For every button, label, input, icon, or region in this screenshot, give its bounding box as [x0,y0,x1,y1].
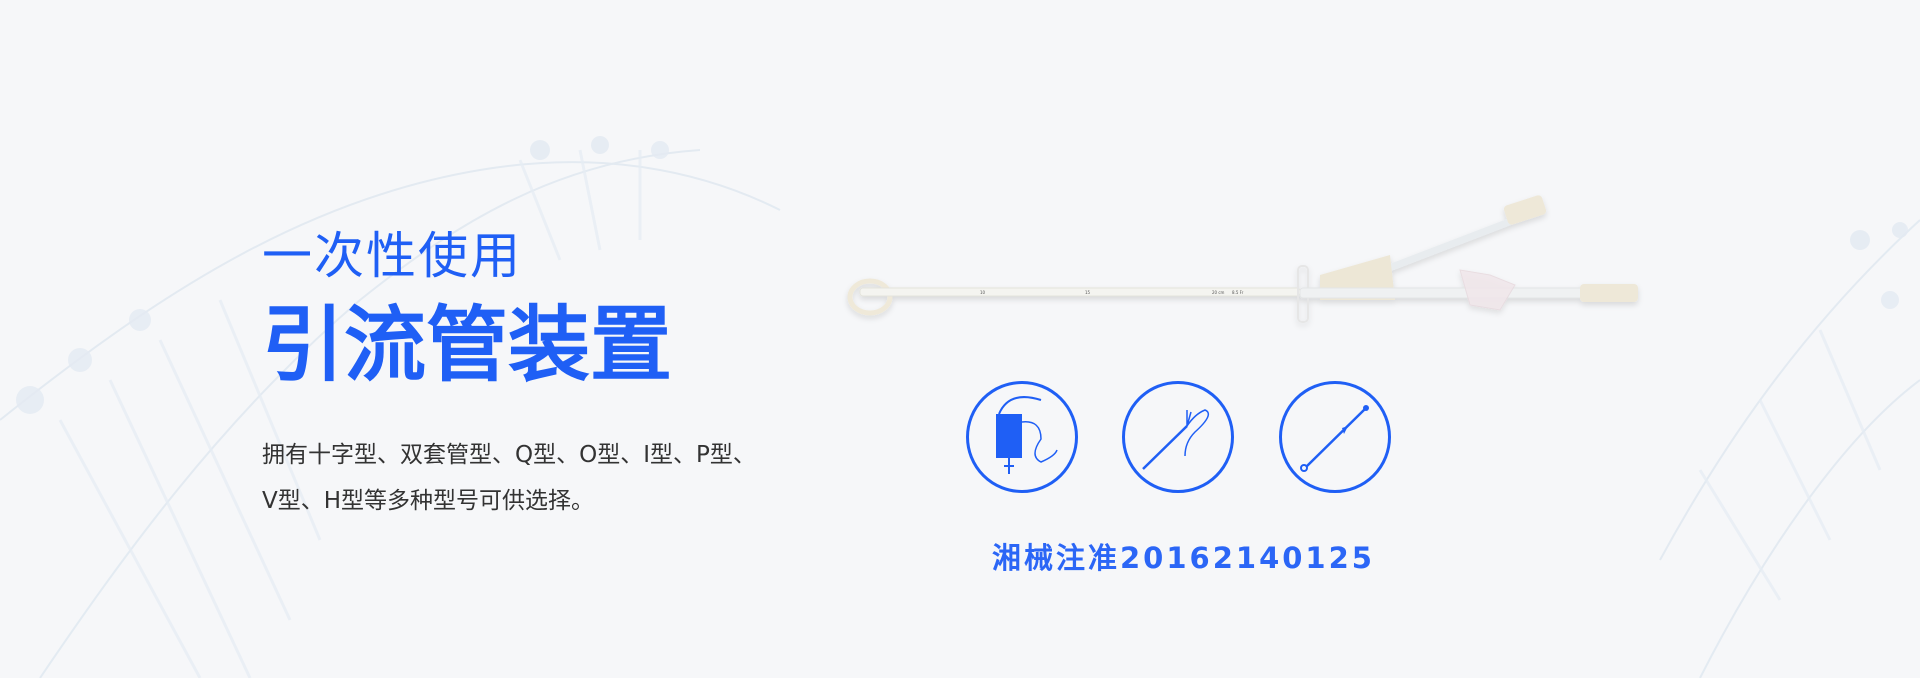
multi-lumen-catheter-icon [1122,381,1234,493]
banner-title: 引流管装置 [262,298,673,393]
catheter-scale-labels: 10 15 20 cm 8.5 Fr [980,290,1244,295]
svg-text:8.5 Fr: 8.5 Fr [1232,290,1244,295]
drainage-catheter-image: 10 15 20 cm 8.5 Fr [847,195,1638,323]
svg-text:20 cm: 20 cm [1212,290,1225,295]
pigtail-catheter-icon [1279,381,1391,493]
description-line-1: 拥有十字型、双套管型、Q型、O型、I型、P型、 [262,442,756,468]
svg-text:15: 15 [1085,290,1091,295]
registration-number: 湘械注准20162140125 [992,541,1375,575]
banner-description: 拥有十字型、双套管型、Q型、O型、I型、P型、 V型、H型等多种型号可供选择。 [262,432,842,524]
banner-subtitle: 一次性使用 [262,227,522,285]
svg-text:10: 10 [980,290,986,295]
drainage-bag-icon [966,381,1078,493]
description-line-2: V型、H型等多种型号可供选择。 [262,488,595,514]
